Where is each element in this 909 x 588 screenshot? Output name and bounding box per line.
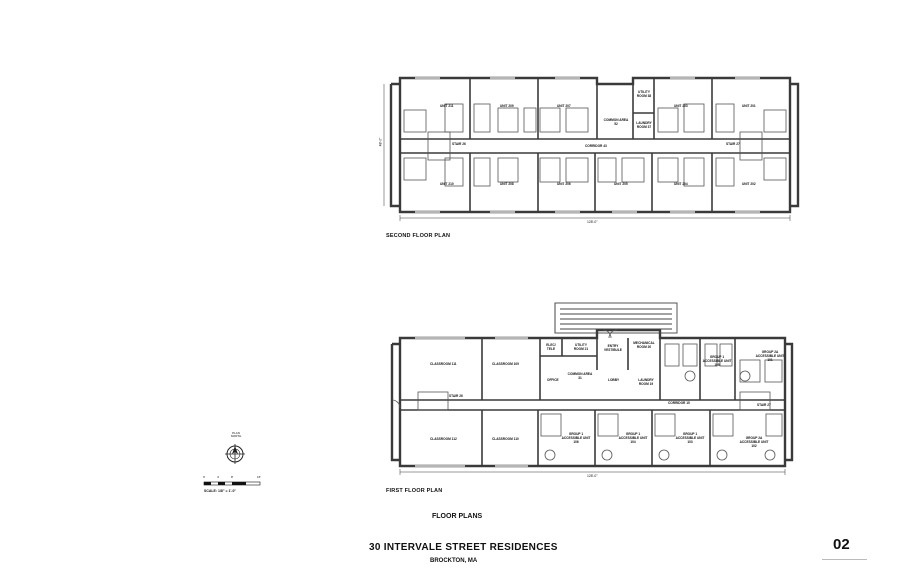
section-title: FLOOR PLANS xyxy=(432,513,483,520)
sheet-number: 02 xyxy=(833,536,850,553)
scale-tick-0: 0' xyxy=(203,475,206,479)
room-utility: UTILITY ROOM 38 xyxy=(636,90,652,98)
room-laundry: LAUNDRY ROOM 19 xyxy=(638,378,654,386)
sheet-number-underline xyxy=(822,559,867,560)
room-stair-west: STAIR 26 xyxy=(449,394,463,398)
room-corridor: CORRIDOR 15 xyxy=(668,401,690,405)
first-floor-caption: FIRST FLOOR PLAN xyxy=(386,488,443,494)
room-unit-201: UNIT 201 xyxy=(742,104,756,108)
scale-tick-16: 16' xyxy=(257,475,261,479)
room-group1-unit-106: GROUP 1 ACCESSIBLE UNIT 106 xyxy=(561,432,591,444)
second-floor-width-dimension: 128'-0" xyxy=(587,220,598,224)
room-unit-204: UNIT 204 xyxy=(674,182,688,186)
scale-label: SCALE: 1/8" = 1'-0" xyxy=(204,489,237,493)
scale-tick-4: 4' xyxy=(217,475,220,479)
first-floor-width-dimension: 128'-0" xyxy=(587,474,598,478)
room-utility: UTILITY ROOM 21 xyxy=(573,343,589,351)
room-common-area: COMMON AREA 31 xyxy=(567,372,593,380)
room-group1-unit-103: GROUP 1 ACCESSIBLE UNIT 103 xyxy=(675,432,705,444)
room-office: OFFICE xyxy=(547,378,559,382)
room-unit-206: UNIT 206 xyxy=(557,182,571,186)
room-stair-east: STAIR 27 xyxy=(757,403,771,407)
room-unit-208: UNIT 208 xyxy=(500,182,514,186)
room-lobby: LOBBY xyxy=(608,378,620,382)
room-unit-207: UNIT 207 xyxy=(557,104,571,108)
room-laundry: LAUNDRY ROOM 37 xyxy=(636,121,652,129)
room-classroom-111: CLASSROOM 111 xyxy=(430,362,457,366)
room-unit-202: UNIT 202 xyxy=(742,182,756,186)
room-group1-unit-104: GROUP 1 ACCESSIBLE UNIT 104 xyxy=(618,432,648,444)
room-unit-211: UNIT 211 xyxy=(440,104,454,108)
room-unit-210: UNIT 210 xyxy=(440,182,454,186)
room-unit-209: UNIT 209 xyxy=(500,104,514,108)
room-unit-203: UNIT 203 xyxy=(674,104,688,108)
room-classroom-112: CLASSROOM 112 xyxy=(430,437,457,441)
plan-north-arrow-icon xyxy=(225,444,245,464)
graphic-scale-bar xyxy=(203,481,261,486)
room-mechanical: MECHANICAL ROOM 20 xyxy=(633,341,655,349)
room-entry-vestibule: ENTRY VESTIBULE xyxy=(604,344,622,352)
room-classroom-109: CLASSROOM 109 xyxy=(492,362,519,366)
room-elec-tele: ELEC/ TELE xyxy=(546,343,556,351)
second-floor-caption: SECOND FLOOR PLAN xyxy=(386,233,451,239)
plan-north-label: PLAN NORTH xyxy=(230,431,242,438)
room-group1-unit-105: GROUP 1 ACCESSIBLE UNIT 105 xyxy=(702,355,732,367)
scale-tick-8: 8' xyxy=(231,475,234,479)
room-common-area: COMMON AREA 52 xyxy=(603,118,629,126)
room-classroom-110: CLASSROOM 110 xyxy=(492,437,519,441)
room-unit-205: UNIT 205 xyxy=(614,182,628,186)
room-stair-east: STAIR 27 xyxy=(726,142,740,146)
room-stair-west: STAIR 26 xyxy=(452,142,466,146)
project-location: BROCKTON, MA xyxy=(430,558,478,564)
room-corridor: CORRIDOR 43 xyxy=(585,144,607,148)
room-group2a-unit-101: GROUP 2A ACCESSIBLE UNIT 101 xyxy=(755,350,785,362)
room-group2a-unit-102: GROUP 2A ACCESSIBLE UNIT 102 xyxy=(739,436,769,448)
project-title: 30 INTERVALE STREET RESIDENCES xyxy=(369,542,558,553)
